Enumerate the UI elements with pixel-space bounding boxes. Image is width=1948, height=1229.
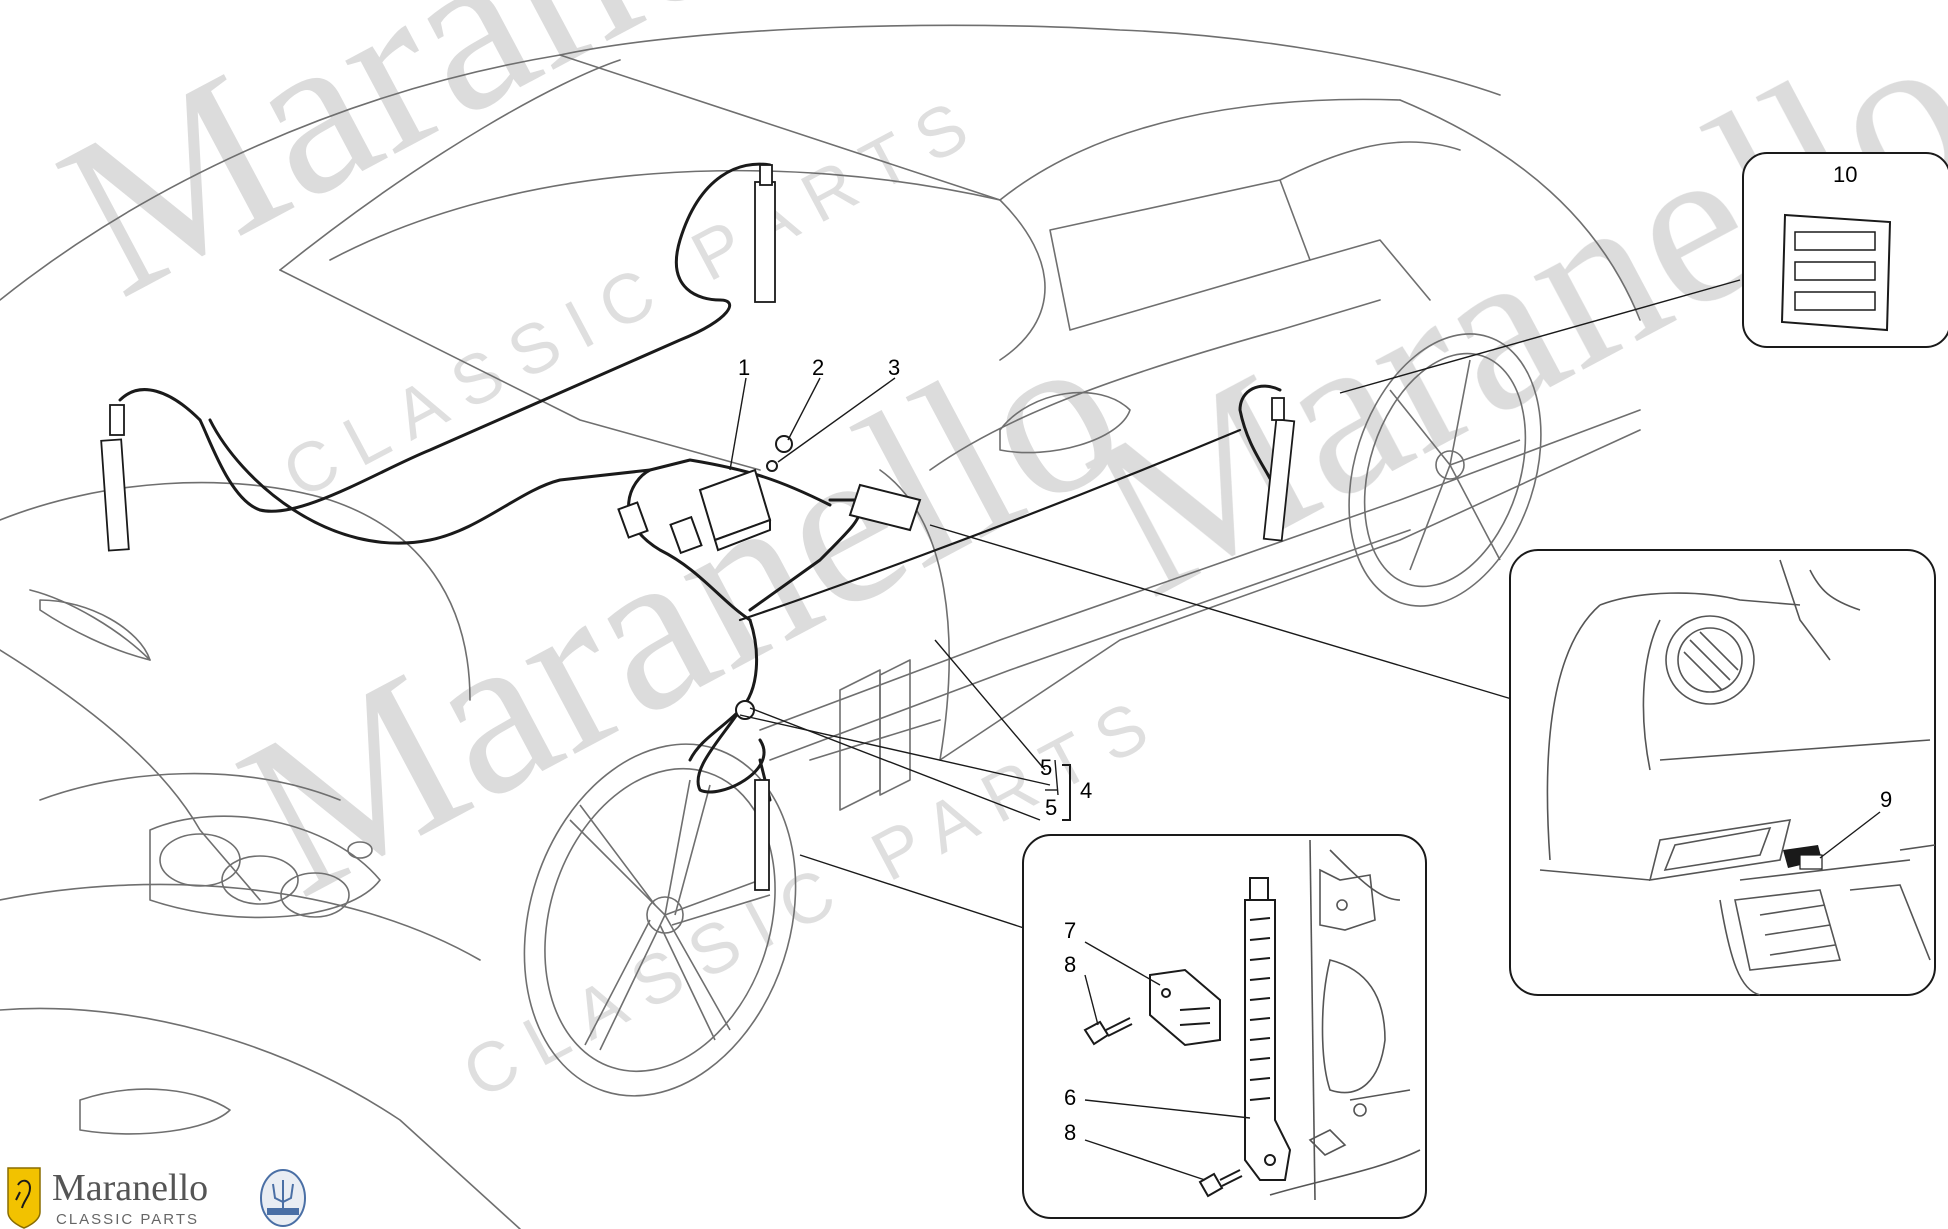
leader-lines xyxy=(729,279,1741,931)
callout-2: 2 xyxy=(812,355,824,380)
brand-logo: Maranello CLASSIC PARTS xyxy=(7,1167,306,1229)
callout-10: 10 xyxy=(1833,162,1857,187)
bracket-4 xyxy=(1062,764,1071,821)
car-body xyxy=(0,24,1641,1229)
callout-5-upper: 5 xyxy=(1040,755,1052,780)
sill-strip-part-6 xyxy=(1244,877,1292,1181)
inset-labels-sheet: 10 xyxy=(1742,152,1948,348)
brand-name: Maranello xyxy=(52,1167,208,1209)
watermark-word-middle: Maranello xyxy=(204,275,1158,944)
sensor-strips xyxy=(100,164,1296,891)
callout-8-upper: 8 xyxy=(1064,952,1076,977)
bolt-part-8-lower xyxy=(1198,1169,1243,1198)
front-wheel xyxy=(523,743,797,1097)
callout-9: 9 xyxy=(1880,787,1892,812)
callout-5-lower: 5 xyxy=(1045,795,1057,820)
callout-4: 4 xyxy=(1080,778,1092,803)
washer-part-3 xyxy=(766,460,778,472)
prancing-horse-shield-icon xyxy=(7,1167,41,1229)
control-unit xyxy=(617,435,922,720)
callout-7: 7 xyxy=(1064,918,1076,943)
trident-badge-icon xyxy=(260,1169,306,1227)
callout-3: 3 xyxy=(888,355,900,380)
callout-1: 1 xyxy=(738,355,750,380)
inset-dashboard-switch: 9 xyxy=(1509,549,1936,996)
rear-wheel xyxy=(1348,333,1542,607)
callout-8-lower: 8 xyxy=(1064,1120,1076,1145)
inset-sill-strip: 7 8 6 8 xyxy=(1022,834,1427,1219)
bracket-part-7 xyxy=(1149,968,1221,1047)
brand-tagline: CLASSIC PARTS xyxy=(56,1211,199,1228)
bolt-part-8-upper xyxy=(1083,1017,1133,1046)
callout-6: 6 xyxy=(1064,1085,1076,1110)
